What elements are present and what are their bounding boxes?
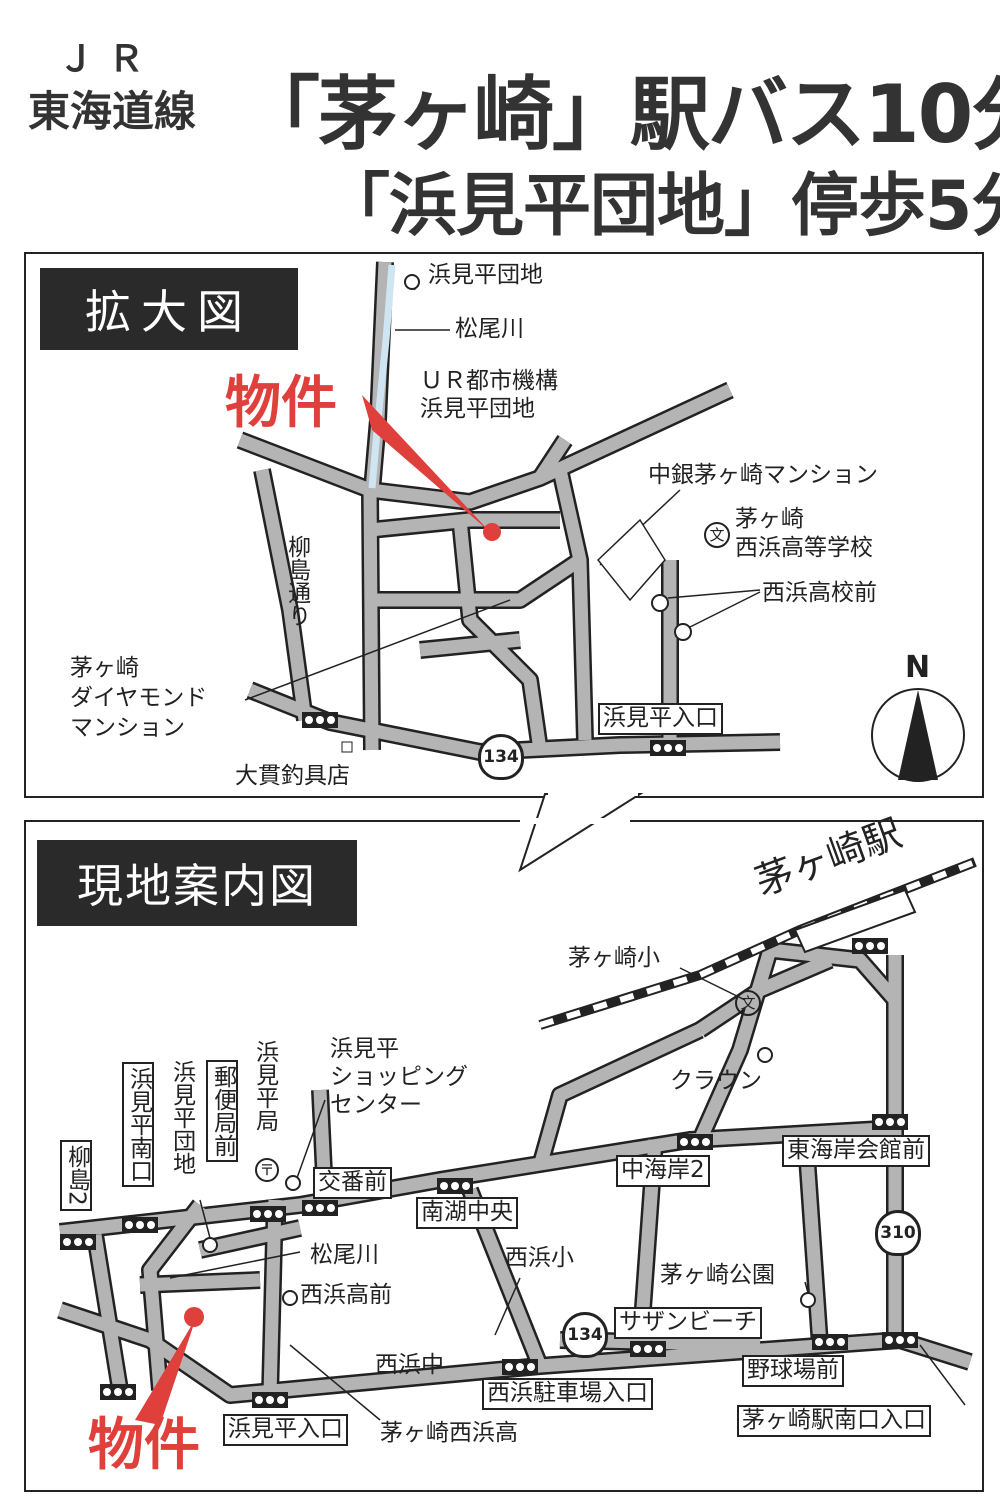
bus-stop-icon	[812, 1334, 848, 1350]
label-school-2: 西浜高等学校	[735, 535, 873, 561]
road	[143, 1201, 206, 1391]
route-134-shield: 134	[478, 734, 524, 780]
route-310-shield: 310	[875, 1210, 921, 1256]
label-nishihama-high: 茅ヶ崎西浜高	[380, 1420, 518, 1446]
bus-stop-icon	[302, 1200, 338, 1216]
compass-north: N	[905, 650, 931, 685]
tackle-shop-marker	[341, 741, 353, 753]
label-diamond-2: ダイヤモンド	[70, 685, 208, 711]
label-nishihama-jhs: 西浜中	[375, 1352, 444, 1378]
road	[534, 436, 571, 482]
label-nishihama-elem: 西浜小	[505, 1245, 574, 1271]
bus-stop-icon	[650, 740, 686, 756]
bus-stop-parking: 西浜駐車場入口	[482, 1378, 653, 1410]
matsuo-river	[368, 264, 396, 489]
label-chigasaki-elem: 茅ヶ崎小	[568, 945, 660, 971]
bus-stop-icon	[60, 1234, 96, 1250]
road	[237, 384, 733, 509]
bus-stop-koban: 交番前	[313, 1167, 392, 1199]
bus-stop-icon	[437, 1178, 473, 1194]
bus-stop-iriguchi: 浜見平入口	[598, 703, 723, 735]
label-shopping-2: ショッピング	[330, 1064, 468, 1090]
school-icon: 文	[735, 990, 761, 1016]
callout-pointer	[518, 793, 644, 873]
bus-stop-icon	[630, 1341, 666, 1357]
bus-stop-icon	[252, 1392, 288, 1408]
label-crown: クラウン	[670, 1068, 762, 1094]
road	[370, 554, 584, 607]
station-building	[793, 888, 917, 954]
label-tackle-shop: 大貫釣具店	[235, 763, 350, 789]
label-danchi: 浜見平団地	[168, 1060, 195, 1175]
label-school-stop: 西浜高校前	[762, 580, 877, 606]
school-icon: 文	[704, 522, 730, 548]
label-chugin-mansion: 中銀茅ヶ崎マンション	[648, 462, 878, 488]
property-marker	[483, 523, 501, 541]
road	[453, 519, 547, 751]
road	[419, 633, 521, 657]
line-name: 東海道線	[28, 87, 197, 136]
label-matsuo-river-area: 松尾川	[310, 1242, 379, 1268]
chugin-mansion-outline	[596, 518, 666, 602]
bus-stop-higashikaigan: 東海岸会館前	[782, 1135, 930, 1167]
bus-stop-nakakaigan: 中海岸2	[616, 1155, 710, 1187]
label-chigasaki-park: 茅ヶ崎公園	[660, 1262, 775, 1288]
bus-stop-yanagishima: 柳島2	[60, 1140, 92, 1211]
bus-stop-iriguchi-area: 浜見平入口	[223, 1414, 348, 1446]
label-yanagishima-dori: 柳島通り	[283, 535, 310, 627]
road	[255, 468, 312, 721]
road	[369, 513, 560, 537]
label-ur-2: 浜見平団地	[420, 396, 535, 422]
label-diamond-3: マンション	[70, 715, 185, 741]
bus-stop-icon	[302, 712, 338, 728]
label-shopping-3: センター	[330, 1092, 422, 1118]
label-ur-1: ＵＲ都市機構	[420, 368, 558, 394]
label-school-1: 茅ヶ崎	[735, 506, 804, 532]
bus-stop-icon	[677, 1134, 713, 1150]
road	[139, 1273, 261, 1292]
bus-stop-icon	[502, 1359, 538, 1375]
road	[769, 943, 900, 1005]
bus-stop-icon	[882, 1332, 918, 1348]
label-post-office: 浜見平局	[251, 1040, 278, 1132]
bus-stop-baseball: 野球場前	[742, 1355, 844, 1387]
compass-needle	[898, 690, 938, 780]
bus-stop-southern-beach: サザンビーチ	[614, 1307, 762, 1339]
property-marker-area	[184, 1307, 204, 1327]
bus-stop-icon	[852, 938, 888, 954]
label-nishihama-high-stop: 西浜高前	[300, 1282, 392, 1308]
road	[694, 948, 777, 1143]
station-access: 「茅ヶ崎」駅バス10分	[240, 68, 1000, 161]
bus-stop-icon	[100, 1384, 136, 1400]
road	[88, 1233, 127, 1392]
label-shopping-1: 浜見平	[330, 1036, 399, 1062]
property-label-area: 物件	[88, 1413, 200, 1478]
road	[533, 1024, 703, 1168]
road	[696, 954, 833, 1036]
label-diamond-1: 茅ヶ崎	[70, 655, 139, 681]
road	[553, 468, 592, 741]
property-pointer-area	[135, 1318, 196, 1425]
bus-stop-post-office: 郵便局前	[206, 1060, 238, 1162]
line-jr: ＪＲ	[58, 39, 159, 80]
detail-map-title: 拡大図	[40, 268, 298, 350]
bus-stop-icon	[872, 1114, 908, 1130]
label-hamamidaira-danchi-stop: 浜見平団地	[428, 262, 543, 288]
property-label: 物件	[225, 371, 337, 436]
bus-stop-nango-chuo: 南湖中央	[416, 1197, 518, 1229]
bus-stop-icon	[250, 1206, 286, 1222]
bus-stop-minamiguchi: 浜見平南口	[122, 1062, 154, 1187]
bus-stop-station-south: 茅ヶ崎駅南口入口	[737, 1405, 931, 1437]
label-matsuo-river: 松尾川	[455, 316, 524, 342]
area-map-title: 現地案内図	[37, 840, 357, 926]
post-office-icon: 〒	[255, 1158, 279, 1182]
property-pointer	[362, 395, 490, 532]
route-134-shield-area: 134	[562, 1312, 608, 1358]
stop-access: 「浜見平団地」停歩5分	[322, 167, 1000, 246]
bus-stop-icon	[122, 1217, 158, 1233]
poi-markers	[202, 274, 816, 1308]
